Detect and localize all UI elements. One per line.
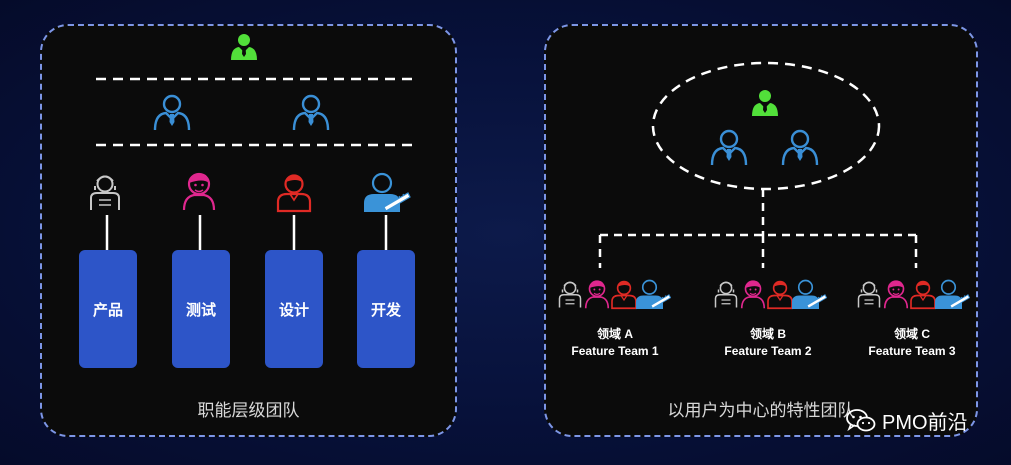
designer-role-icon [910, 280, 936, 310]
team-domain: 领域 B [749, 327, 786, 341]
wechat-icon [846, 408, 876, 431]
tester-role-icon [883, 280, 909, 310]
function-label: 测试 [185, 301, 216, 319]
watermark: PMO前沿 [846, 406, 968, 435]
feature-team-caption: 以用户为中心的特性团队 [667, 401, 855, 420]
team-domain: 领域 A [596, 327, 633, 341]
function-label: 设计 [278, 301, 309, 319]
designer-role-icon [767, 280, 793, 310]
manager-icon [153, 94, 191, 132]
team-domain: 领域 C [893, 327, 930, 341]
tester-role-icon [182, 172, 216, 212]
team-b-members [714, 279, 828, 310]
tester-role-icon [740, 280, 766, 310]
function-label: 开发 [370, 301, 401, 319]
function-box-development: 开发 [357, 250, 415, 368]
team-name: Feature Team 2 [724, 344, 812, 358]
tester-role-icon [584, 280, 610, 310]
team-name: Feature Team 1 [571, 344, 659, 358]
functional-team-caption: 职能层级团队 [197, 401, 300, 420]
team-label-a: 领域 A Feature Team 1 [540, 326, 690, 360]
leader-icon [752, 90, 778, 116]
watermark-text: PMO前沿 [882, 412, 968, 434]
product-role-icon [714, 281, 738, 309]
developer-role-icon [791, 279, 828, 310]
developer-role-icon [362, 172, 412, 214]
manager-icon [781, 129, 819, 167]
team-c-members [857, 279, 971, 310]
product-role-icon [90, 175, 120, 211]
manager-icon [710, 129, 748, 167]
product-role-icon [558, 281, 582, 309]
function-box-testing: 测试 [172, 250, 230, 368]
function-label: 产品 [92, 301, 123, 319]
leader-icon [231, 34, 257, 60]
team-name: Feature Team 3 [868, 344, 956, 358]
leadership-ellipse [651, 61, 881, 191]
designer-role-icon [611, 280, 637, 310]
team-label-c: 领域 C Feature Team 3 [837, 326, 987, 360]
manager-icon [292, 94, 330, 132]
function-box-product: 产品 [79, 250, 137, 368]
developer-role-icon [635, 279, 672, 310]
developer-role-icon [934, 279, 971, 310]
function-box-design: 设计 [265, 250, 323, 368]
team-label-b: 领域 B Feature Team 2 [693, 326, 843, 360]
team-a-members [558, 279, 672, 310]
functional-team-panel [40, 24, 457, 437]
designer-role-icon [276, 173, 312, 213]
product-role-icon [857, 281, 881, 309]
